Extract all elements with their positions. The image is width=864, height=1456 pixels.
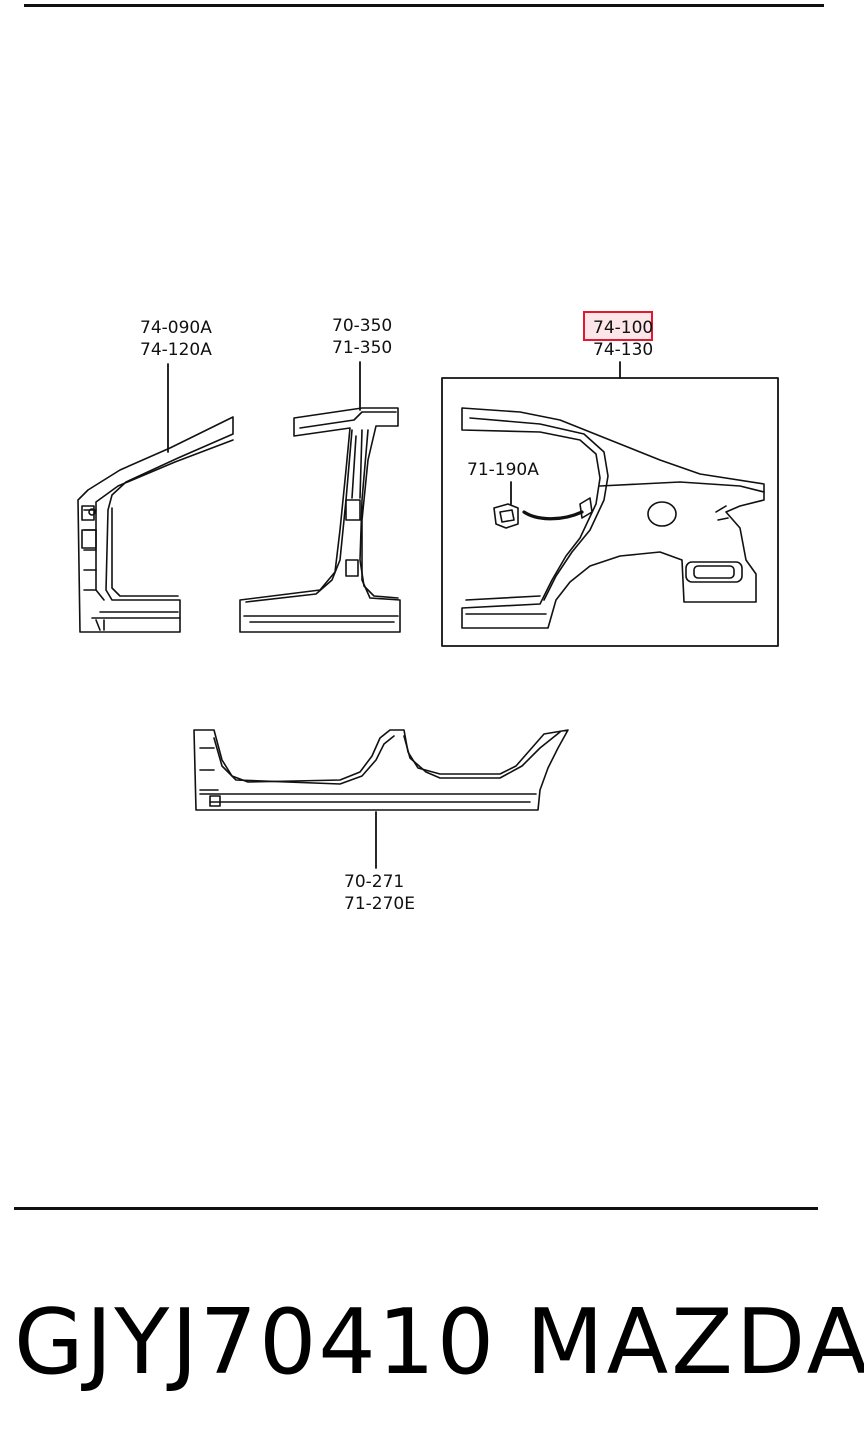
rear-quarter-panel [461, 407, 765, 629]
callout-pillar-b-2: 71-350 [332, 338, 393, 358]
part-number: GJYJ70410 [14, 1290, 497, 1395]
quarter-panel-frame [441, 377, 779, 647]
callout-pillar-a-1: 74-090A [140, 318, 212, 338]
callout-pillar-a-2: 74-120A [140, 340, 212, 360]
footer: GJYJ70410 MAZDA [14, 1288, 864, 1398]
highlight-box [583, 311, 653, 341]
fuel-lid-part [493, 503, 584, 529]
body-panel-diagram [77, 361, 779, 869]
center-pillar-panel [239, 407, 401, 633]
front-pillar-panel [77, 416, 234, 633]
callout-side-sill-2: 71-270E [344, 894, 415, 914]
callout-pillar-b-1: 70-350 [332, 316, 393, 336]
footer-rule [14, 1207, 818, 1210]
top-rule [24, 4, 824, 7]
callout-side-sill-1: 70-271 [344, 872, 405, 892]
brand-name: MAZDA [526, 1290, 864, 1395]
callout-fuel-lid: 71-190A [467, 460, 539, 480]
callout-quarter-panel-1[interactable]: 74-100 [593, 318, 654, 338]
side-sill-panel [193, 729, 569, 811]
callout-quarter-panel-2: 74-130 [593, 340, 654, 360]
